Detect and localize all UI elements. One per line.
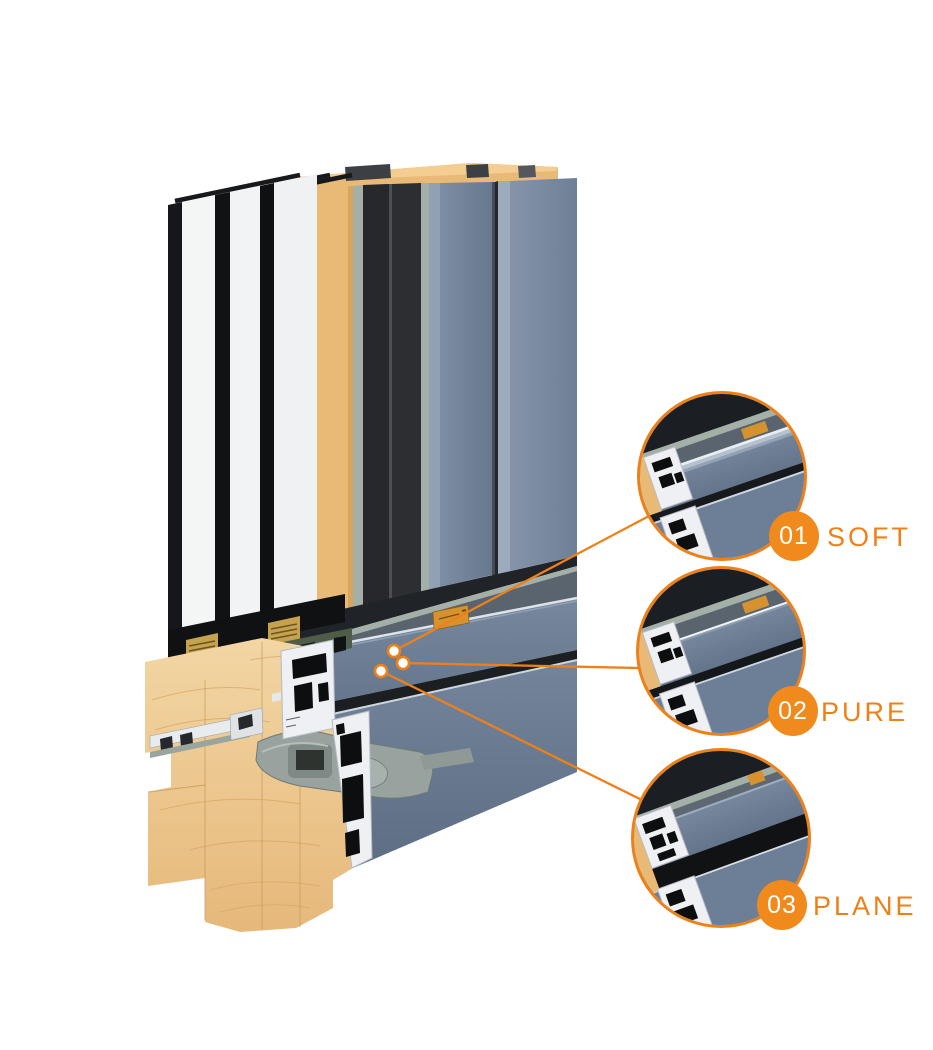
gasket-cluster (255, 730, 474, 799)
badge-02-number: 02 (778, 696, 808, 725)
badge-01: 01 (769, 511, 819, 561)
frame-extrusion-cut (331, 710, 373, 869)
vertical-material-bands (317, 178, 577, 615)
badge-02: 02 (768, 686, 818, 736)
top-wood-cap (296, 163, 558, 189)
label-soft: SOFT (827, 522, 911, 552)
badge-03: 03 (757, 880, 807, 930)
hardware-details (149, 707, 264, 758)
leader-points (373, 643, 411, 679)
leader-lines (380, 514, 650, 802)
brand-label (432, 604, 470, 631)
badge-03-number: 03 (767, 890, 797, 919)
badge-01-number: 01 (779, 521, 809, 550)
label-pure: PURE (821, 697, 909, 727)
label-plane: PLANE (813, 891, 917, 921)
triple-glazing (168, 174, 317, 642)
sash-extrusion-cut (272, 639, 336, 740)
